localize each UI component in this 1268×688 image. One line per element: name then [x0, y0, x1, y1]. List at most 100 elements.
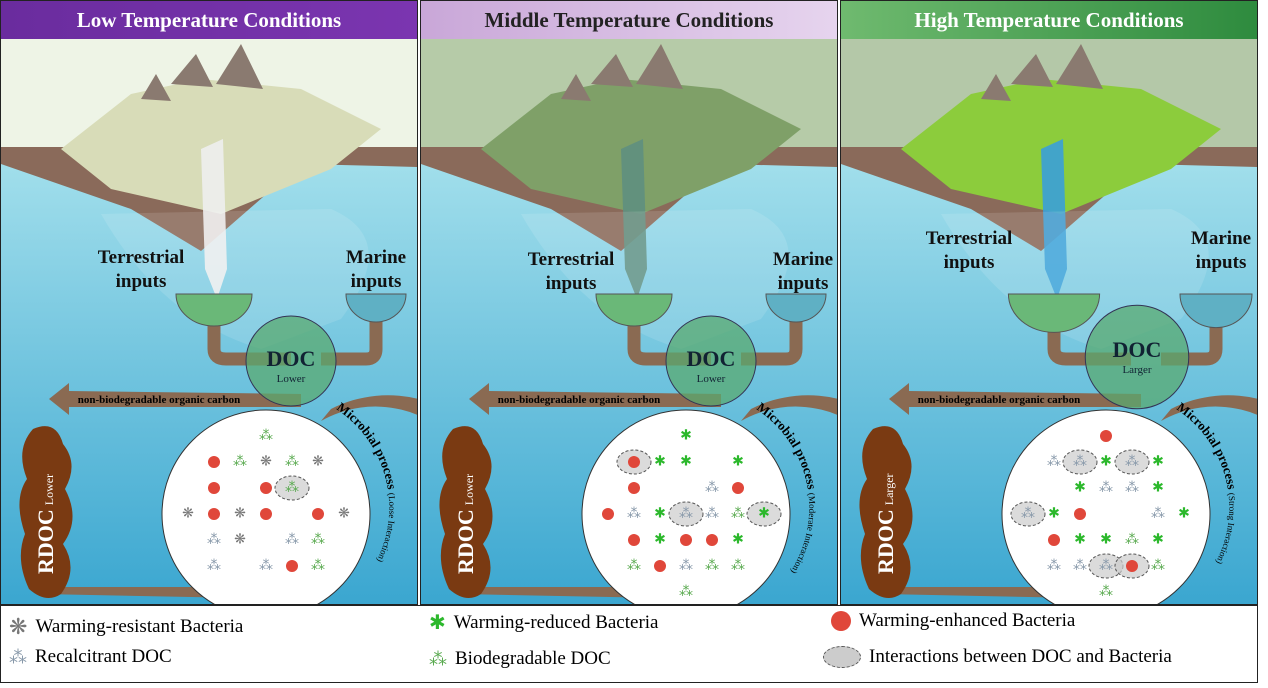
terrestrial-inputs-label: Terrestrial inputs [925, 228, 1013, 273]
interaction-ellipse-icon [1114, 449, 1150, 475]
molecule-gray-icon: ⁂ [9, 646, 27, 667]
warming-enhanced-bacteria-icon [312, 508, 324, 520]
legend-item: Interactions between DOC and Bacteria [823, 646, 1172, 668]
legend-label: Warming-reduced Bacteria [453, 611, 659, 633]
doc-label: DOC [267, 346, 316, 371]
biodegradable-doc-icon: ⁂ [1151, 559, 1165, 574]
recalcitrant-doc-icon: ⁂ [285, 533, 299, 548]
panel-title: Middle Temperature Conditions [421, 1, 837, 39]
panel-title: High Temperature Conditions [841, 1, 1257, 39]
warming-enhanced-bacteria-icon [260, 482, 272, 494]
doc-label: DOC [1113, 337, 1162, 362]
warming-enhanced-bacteria-icon [1048, 534, 1060, 546]
warming-reduced-bacteria-icon: ✱ [1178, 507, 1190, 522]
warming-reduced-bacteria-icon: ✱ [1100, 455, 1112, 470]
interaction-ellipse-icon [1010, 501, 1046, 527]
warming-resistant-bacteria-icon: ❋ [312, 455, 324, 470]
warming-reduced-bacteria-icon: ✱ [732, 455, 744, 470]
warming-reduced-bacteria-icon: ✱ [654, 507, 666, 522]
warming-reduced-bacteria-icon: ✱ [1074, 533, 1086, 548]
interaction-ellipse-icon [274, 475, 310, 501]
terrestrial-inputs-label: Terrestrial inputs [97, 247, 185, 292]
biodegradable-doc-icon: ⁂ [1125, 533, 1139, 548]
arrow-label: non-biodegradable organic carbon [918, 394, 1081, 406]
panel-high: High Temperature Conditions ⁂ ⁂ ✱ ⁂ ✱ ✱ ⁂ ⁂ ✱ ⁂ ✱ ⁂… [840, 0, 1258, 605]
warming-enhanced-bacteria-icon [286, 560, 298, 572]
legend-label: Biodegradable DOC [455, 648, 611, 669]
panel-title: Low Temperature Conditions [1, 1, 417, 39]
recalcitrant-doc-icon: ⁂ [1125, 455, 1139, 470]
river-flow [1041, 139, 1067, 299]
legend-label: Warming-enhanced Bacteria [859, 610, 1076, 631]
non-biodegradable-arrow [889, 383, 1141, 415]
recalcitrant-doc-icon: ⁂ [1047, 559, 1061, 574]
red-bacteria-icon [831, 611, 851, 631]
warming-reduced-bacteria-icon: ✱ [1152, 481, 1164, 496]
rdoc-label: RDOCLower [453, 474, 478, 574]
warming-resistant-bacteria-icon: ❋ [182, 507, 194, 522]
recalcitrant-doc-icon: ⁂ [627, 507, 641, 522]
warming-enhanced-bacteria-icon [628, 456, 640, 468]
marine-inputs-label: Marine inputs [345, 247, 407, 292]
river-flow [201, 139, 227, 299]
plume [101, 209, 369, 349]
terrestrial-inputs-label: Terrestrial inputs [527, 249, 615, 294]
recalcitrant-doc-icon: ⁂ [1125, 481, 1139, 496]
biodegradable-doc-icon: ⁂ [311, 559, 325, 574]
warming-enhanced-bacteria-icon [732, 482, 744, 494]
doc-circle [1084, 304, 1190, 410]
warming-enhanced-bacteria-icon [1100, 430, 1112, 442]
warming-enhanced-bacteria-icon [1126, 560, 1138, 572]
interaction-ellipse-icon [1062, 449, 1098, 475]
warming-enhanced-bacteria-icon [628, 482, 640, 494]
recalcitrant-doc-icon: ⁂ [705, 507, 719, 522]
warming-enhanced-bacteria-icon [260, 508, 272, 520]
warming-enhanced-bacteria-icon [680, 534, 692, 546]
warming-enhanced-bacteria-icon [208, 508, 220, 520]
biodegradable-doc-icon: ⁂ [679, 585, 693, 600]
legend-item: Warming-enhanced Bacteria [831, 610, 1075, 632]
recalcitrant-doc-icon: ⁂ [679, 559, 693, 574]
biodegradable-doc-icon: ⁂ [1099, 585, 1113, 600]
non-biodegradable-arrow [49, 383, 301, 415]
recalcitrant-doc-icon: ⁂ [679, 507, 693, 522]
warming-reduced-bacteria-icon: ✱ [654, 533, 666, 548]
rdoc-label: RDOCLower [33, 474, 58, 574]
recalcitrant-doc-icon: ⁂ [1099, 481, 1113, 496]
interaction-ellipse-icon [746, 501, 782, 527]
biodegradable-doc-icon: ⁂ [705, 559, 719, 574]
biodegradable-doc-icon: ⁂ [285, 455, 299, 470]
warming-reduced-bacteria-icon: ✱ [654, 455, 666, 470]
legend: ❋Warming-resistant Bacteria ⁂Recalcitran… [0, 605, 1258, 683]
arrow-label: non-biodegradable organic carbon [498, 394, 661, 406]
molecule-green-icon: ⁂ [429, 648, 447, 669]
warming-enhanced-bacteria-icon [654, 560, 666, 572]
doc-circle [665, 315, 757, 407]
microbial-circle [1001, 409, 1211, 604]
warming-enhanced-bacteria-icon [208, 456, 220, 468]
terrestrial-bowl [175, 293, 253, 327]
doc-label: DOC [687, 346, 736, 371]
biodegradable-doc-icon: ⁂ [285, 481, 299, 496]
mountains [561, 44, 683, 101]
arrow-label: non-biodegradable organic carbon [78, 394, 241, 406]
input-pipes [207, 321, 383, 366]
panel-illustration: ⁂⁂✱⁂✱✱⁂⁂✱⁂✱⁂✱✱✱⁂✱⁂⁂⁂⁂⁂ non-biodegradable… [841, 39, 1257, 604]
recalcitrant-doc-icon: ⁂ [705, 481, 719, 496]
warming-reduced-bacteria-icon: ✱ [758, 507, 770, 522]
input-pipes [1047, 321, 1223, 366]
warming-reduced-bacteria-icon: ✱ [1048, 507, 1060, 522]
legend-item: ⁂Recalcitrant DOC [9, 646, 172, 668]
panel-illustration: ⁂⁂❋⁂❋⁂❋❋❋⁂❋⁂⁂⁂⁂⁂ non-biodegradable organ… [1, 39, 417, 604]
rdoc-cloud [19, 426, 73, 598]
recalcitrant-doc-icon: ⁂ [1021, 507, 1035, 522]
warming-enhanced-bacteria-icon [208, 482, 220, 494]
warming-reduced-bacteria-icon: ✱ [1152, 455, 1164, 470]
doc-circle [245, 315, 337, 407]
warming-enhanced-bacteria-icon [628, 534, 640, 546]
legend-label: Interactions between DOC and Bacteria [869, 646, 1172, 667]
recalcitrant-doc-icon: ⁂ [1151, 507, 1165, 522]
recalcitrant-doc-icon: ⁂ [259, 559, 273, 574]
biodegradable-doc-icon: ⁂ [731, 507, 745, 522]
plume [521, 209, 789, 349]
